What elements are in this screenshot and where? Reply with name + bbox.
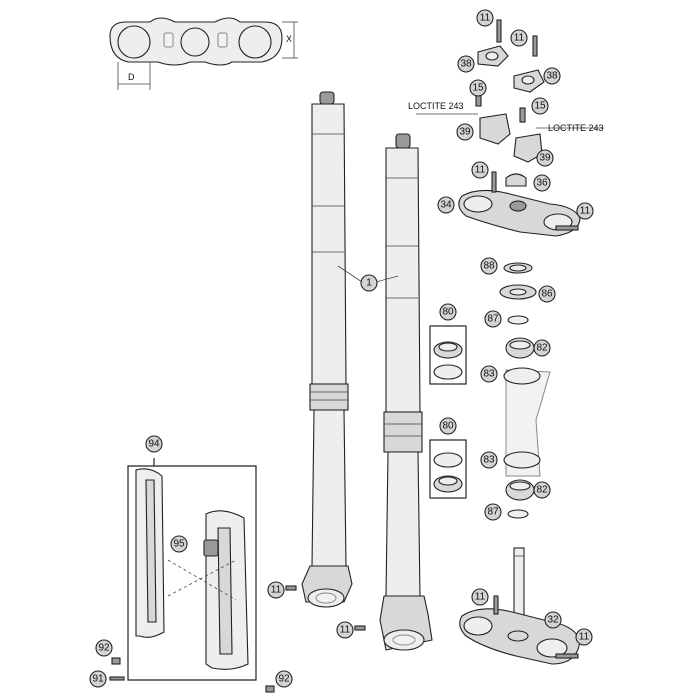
callout-34: 34 (437, 196, 455, 214)
svg-text:92: 92 (278, 674, 290, 685)
callout-92: 92 (275, 670, 293, 688)
callout-88: 88 (480, 257, 498, 275)
bolt (519, 107, 526, 123)
svg-text:83: 83 (483, 455, 495, 466)
svg-text:91: 91 (92, 674, 104, 685)
svg-text:11: 11 (580, 206, 591, 217)
callout-87: 87 (484, 310, 502, 328)
callout-86: 86 (538, 285, 556, 303)
dimension-d-label: D (128, 72, 135, 82)
callout-11: 11 (576, 202, 594, 220)
svg-text:15: 15 (534, 101, 546, 112)
svg-text:11: 11 (475, 592, 486, 603)
dimension-x-label: X (286, 34, 292, 44)
callout-15: 15 (469, 79, 487, 97)
callout-11: 11 (267, 581, 285, 599)
svg-text:87: 87 (487, 314, 499, 325)
nut (111, 657, 121, 665)
svg-text:36: 36 (536, 178, 548, 189)
callout-11: 11 (471, 161, 489, 179)
callout-80: 80 (439, 417, 457, 435)
loctite-label-right: LOCTITE 243 (548, 123, 604, 133)
callout-82: 82 (533, 339, 551, 357)
bolt (496, 19, 502, 43)
svg-text:82: 82 (536, 485, 548, 496)
svg-text:92: 92 (98, 643, 110, 654)
callout-39: 39 (456, 123, 474, 141)
bearing-box-lower (429, 439, 467, 499)
callout-11: 11 (471, 588, 489, 606)
callout-92: 92 (95, 639, 113, 657)
loctite-label-left: LOCTITE 243 (408, 101, 464, 111)
lower-triple-clamp (459, 547, 581, 665)
svg-text:11: 11 (579, 632, 590, 643)
callout-38: 38 (457, 55, 475, 73)
fork-guard-box (127, 458, 257, 681)
callout-91: 91 (89, 670, 107, 688)
callout-11: 11 (510, 29, 528, 47)
svg-text:32: 32 (547, 615, 559, 626)
svg-text:11: 11 (480, 13, 491, 24)
callout-39: 39 (536, 149, 554, 167)
svg-text:87: 87 (487, 507, 499, 518)
svg-text:86: 86 (541, 289, 553, 300)
callout-11: 11 (575, 628, 593, 646)
callout-83: 83 (480, 451, 498, 469)
bolt (109, 676, 125, 681)
svg-text:94: 94 (148, 439, 160, 450)
callout-38: 38 (543, 67, 561, 85)
fork-leg-right (379, 133, 433, 651)
svg-text:34: 34 (440, 200, 452, 211)
svg-text:1: 1 (366, 278, 372, 289)
callout-94: 94 (145, 435, 163, 453)
bolt (532, 35, 538, 57)
svg-text:11: 11 (475, 165, 486, 176)
handlebar-clamp-parts (416, 19, 604, 163)
callout-1: 1 (360, 274, 378, 292)
upper-triple-clamp (458, 171, 581, 237)
svg-text:82: 82 (536, 343, 548, 354)
bolt (285, 585, 297, 591)
svg-text:15: 15 (472, 83, 484, 94)
bearing-stack (499, 262, 551, 519)
svg-text:38: 38 (546, 71, 558, 82)
nut (265, 685, 275, 693)
callout-32: 32 (544, 611, 562, 629)
svg-text:83: 83 (483, 369, 495, 380)
fork-leg-left (301, 91, 353, 608)
svg-text:39: 39 (539, 153, 551, 164)
callout-95: 95 (170, 535, 188, 553)
bolt (354, 625, 366, 631)
callout-15: 15 (531, 97, 549, 115)
triple-clamp-detail: X D (109, 17, 298, 90)
svg-text:95: 95 (173, 539, 185, 550)
callout-82: 82 (533, 481, 551, 499)
bearing-box-upper (429, 325, 467, 385)
leader-1a (337, 265, 363, 283)
svg-text:39: 39 (459, 127, 471, 138)
leader-1b (375, 275, 399, 283)
callout-11: 11 (476, 9, 494, 27)
svg-text:80: 80 (442, 421, 454, 432)
callout-83: 83 (480, 365, 498, 383)
callout-11: 11 (336, 621, 354, 639)
svg-text:11: 11 (514, 33, 525, 44)
callout-36: 36 (533, 174, 551, 192)
svg-text:11: 11 (271, 585, 282, 596)
callout-87: 87 (484, 503, 502, 521)
svg-text:11: 11 (340, 625, 351, 636)
svg-text:38: 38 (460, 59, 472, 70)
callout-80: 80 (439, 303, 457, 321)
svg-text:80: 80 (442, 307, 454, 318)
svg-text:88: 88 (483, 261, 495, 272)
guard-frame (127, 458, 257, 681)
